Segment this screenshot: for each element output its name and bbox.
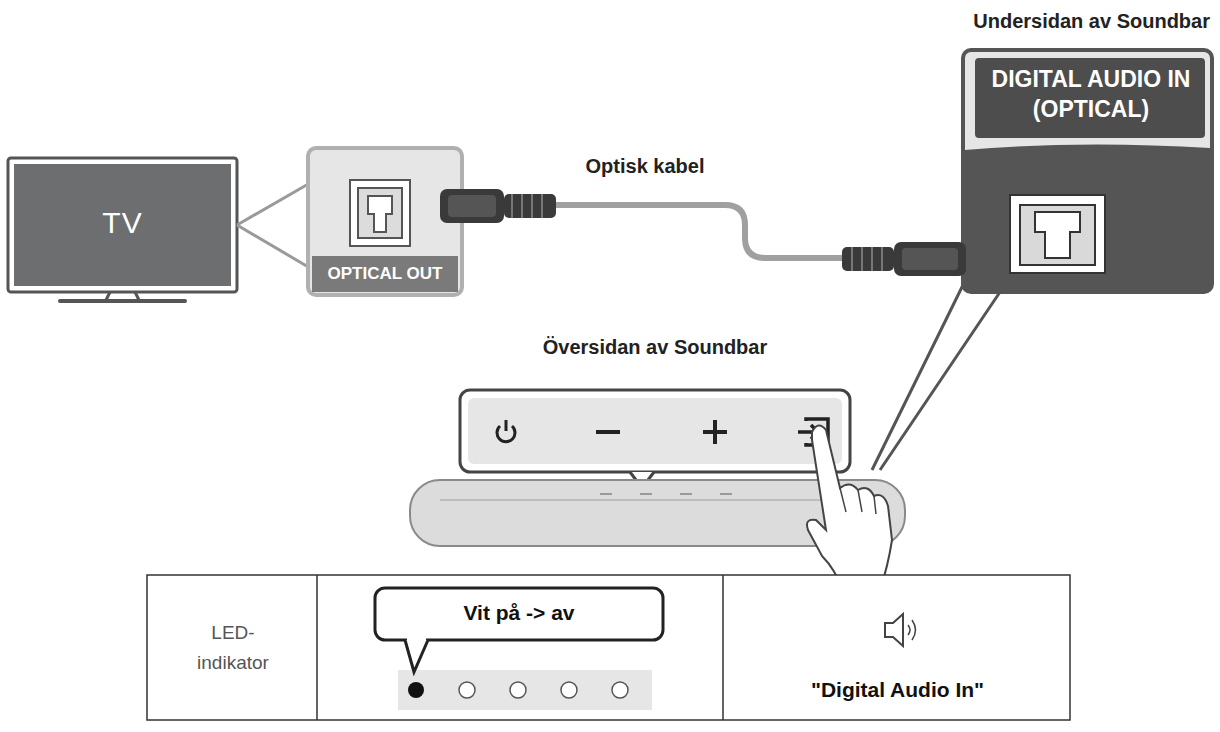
view-heading: Undersidan av Soundbar [973, 10, 1210, 33]
cable-plugs [440, 189, 966, 276]
tv-label: TV [10, 206, 235, 240]
port-callout: OPTICAL OUT [308, 148, 462, 295]
led-table [147, 575, 1070, 720]
led-state: Vit på -> av [375, 601, 663, 625]
pointing-hand [807, 425, 892, 590]
cable-label: Optisk kabel [586, 155, 705, 178]
port-callout: Undersidan av SoundbarDIGITAL AUDIO IN (… [963, 50, 1212, 292]
port-label: DIGITAL AUDIO IN (OPTICAL) [977, 64, 1205, 124]
tv-screen: TV [10, 160, 235, 290]
optical-out-callout [308, 148, 462, 295]
view-heading: Översidan av Soundbar [530, 336, 780, 359]
callout-bubble: Vit på -> av [375, 588, 663, 640]
port-label: OPTICAL OUT [312, 264, 458, 284]
tv-illustration [8, 158, 310, 301]
table-cell: LED- indikator [190, 618, 276, 678]
table-cell: "Digital Audio In" [760, 678, 1035, 702]
soundbar-bottom-callout [872, 50, 1212, 470]
soundbar-top-callout [460, 390, 850, 488]
